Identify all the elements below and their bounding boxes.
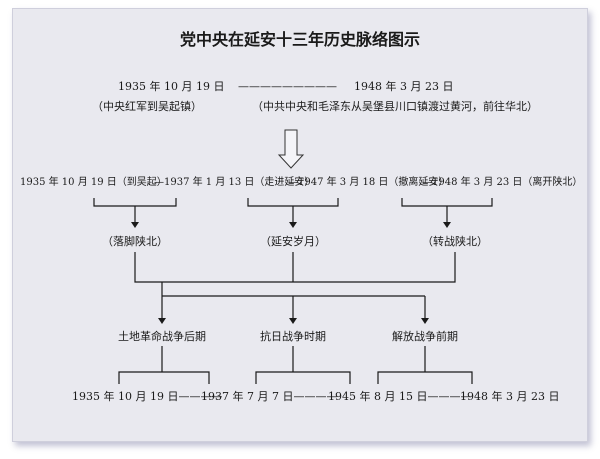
- bottom-date-3: 1945 年 8 月 15 日————: [328, 390, 472, 403]
- bracket-phase-2: [247, 198, 339, 222]
- diagram-sheet: [12, 8, 588, 442]
- phase-label-2: （延安岁月）: [260, 235, 326, 248]
- overview-start-note: （中央红军到吴起镇）: [92, 100, 202, 113]
- bracket-phase-3: [401, 198, 493, 222]
- bracket-period-2: [255, 346, 351, 384]
- overview-end: 1948 年 3 月 23 日: [354, 80, 454, 93]
- phase-label-3: （转战陕北）: [422, 235, 488, 248]
- phase-label-1: （落脚陕北）: [102, 235, 168, 248]
- page-title: 党中央在延安十三年历史脉络图示: [179, 30, 421, 49]
- row2-date-3: —1947 年 3 月 18 日（撤离延安）: [288, 177, 449, 188]
- arrowhead-phase-3: [443, 222, 451, 228]
- row2-date-4: —1948 年 3 月 23 日（离开陕北）: [422, 177, 583, 188]
- bottom-date-4: 1948 年 3 月 23 日: [460, 390, 560, 403]
- bottom-date-1: 1935 年 10 月 19 日————: [72, 390, 223, 403]
- overview-end-note: （中共中央和毛泽东从吴堡县川口镇渡过黄河，前往华北）: [252, 100, 538, 113]
- period-drops: [161, 296, 426, 318]
- arrowhead-phase-1: [131, 222, 139, 228]
- bracket-phase-1: [93, 198, 177, 222]
- bracket-period-3: [377, 346, 473, 384]
- bottom-date-2: 1937 年 7 月 7 日————: [201, 390, 338, 403]
- row2-date-2: —1937 年 1 月 13 日（走进延安）: [154, 177, 315, 188]
- period-branch-line: [161, 282, 425, 297]
- bracket-period-1: [118, 346, 210, 384]
- overview-start: 1935 年 10 月 19 日: [118, 80, 225, 93]
- row2-date-1: 1935 年 10 月 19 日（到吴起）: [20, 177, 167, 188]
- overview-dash: —————————: [238, 80, 337, 93]
- period-label-3: 解放战争前期: [392, 330, 458, 343]
- period-label-2: 抗日战争时期: [260, 330, 326, 343]
- phase-merge-line: [134, 252, 456, 283]
- arrowhead-phase-2: [289, 222, 297, 228]
- down-arrow-icon: [277, 129, 305, 169]
- period-label-1: 土地革命战争后期: [118, 330, 206, 343]
